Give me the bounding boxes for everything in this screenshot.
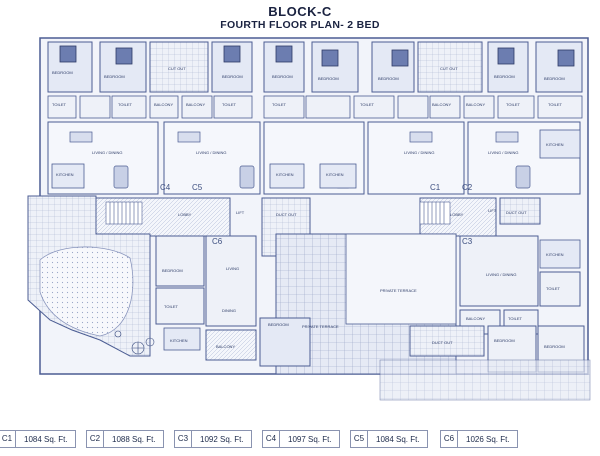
label-lobby-1: LOBBY <box>178 212 192 217</box>
legend-item-c6: C6 1026 Sq. Ft. <box>440 430 518 448</box>
label-balcony-2: BALCONY <box>186 102 205 107</box>
plan-header: BLOCK-C FOURTH FLOOR PLAN- 2 BED <box>0 4 600 32</box>
label-living-5: LIVING / DINING <box>486 272 516 277</box>
label-dining: DINING <box>222 308 236 313</box>
marker-c5: C5 <box>192 183 203 192</box>
legend-code: C1 <box>0 431 16 447</box>
legend-area: 1084 Sq. Ft. <box>376 434 420 444</box>
cut-out-top-left <box>149 41 209 93</box>
garden-plants <box>114 330 155 355</box>
label-toilet-5: TOILET <box>360 102 374 107</box>
floor-plan: BEDROOM BEDROOM CUT OUT BEDROOM BEDROOM … <box>27 37 591 401</box>
marker-c2: C2 <box>462 183 473 192</box>
duct-out-bottom <box>409 325 485 357</box>
marker-c1: C1 <box>430 183 441 192</box>
label-lift-1: LIFT <box>236 210 245 215</box>
label-bedroom-8: BEDROOM <box>544 76 565 81</box>
label-toilet-4: TOILET <box>272 102 286 107</box>
label-bedroom-6: BEDROOM <box>378 76 399 81</box>
legend-item-c5: C5 1084 Sq. Ft. <box>350 430 428 448</box>
label-bedroom-10: BEDROOM <box>268 322 289 327</box>
legend-code: C2 <box>87 431 104 447</box>
legend-area: 1026 Sq. Ft. <box>466 434 510 444</box>
label-lobby-2: LOBBY <box>450 212 464 217</box>
label-bedroom-5: BEDROOM <box>318 76 339 81</box>
label-living-short: LIVING <box>226 266 239 271</box>
cut-out-top-right <box>417 41 483 93</box>
label-kitchen-1: KITCHEN <box>56 172 74 177</box>
label-bedroom-9: BEDROOM <box>162 268 183 273</box>
legend-area: 1092 Sq. Ft. <box>200 434 244 444</box>
label-duct-out-1: DUCT OUT <box>276 212 297 217</box>
label-living-4: LIVING / DINING <box>488 150 518 155</box>
legend-item-c4: C4 1097 Sq. Ft. <box>262 430 340 448</box>
legend-item-c2: C2 1088 Sq. Ft. <box>86 430 164 448</box>
garden-lawn <box>39 246 134 337</box>
label-bedroom-2: BEDROOM <box>104 74 125 79</box>
label-toilet-8: TOILET <box>164 304 178 309</box>
label-toilet-1: TOILET <box>52 102 66 107</box>
label-kitchen-3: KITCHEN <box>326 172 344 177</box>
label-toilet-10: TOILET <box>546 286 560 291</box>
label-bedroom-3: BEDROOM <box>222 74 243 79</box>
label-living-2: LIVING / DINING <box>196 150 226 155</box>
label-toilet-2: TOILET <box>118 102 132 107</box>
label-bedroom-4: BEDROOM <box>272 74 293 79</box>
label-balcony-6: BALCONY <box>466 316 485 321</box>
marker-c3: C3 <box>462 237 473 246</box>
label-bedroom-12: BEDROOM <box>544 344 565 349</box>
label-bedroom-1: BEDROOM <box>52 70 73 75</box>
label-private-terrace-2: PRIVATE TERRACE <box>380 288 417 293</box>
label-toilet-9: TOILET <box>508 316 522 321</box>
legend-code: C6 <box>441 431 458 447</box>
kitchens <box>51 129 581 351</box>
marker-c6: C6 <box>212 237 223 246</box>
legend-code: C3 <box>175 431 192 447</box>
legend-item-c1: C1 1084 Sq. Ft. <box>0 430 76 448</box>
unit-c6 <box>155 235 257 361</box>
unit-bedroom-bottom <box>259 317 311 367</box>
label-private-terrace-1: PRIVATE TERRACE <box>302 324 339 329</box>
label-balcony-5: BALCONY <box>216 344 235 349</box>
label-bedroom-7: BEDROOM <box>494 74 515 79</box>
duct-out-right <box>499 197 541 225</box>
label-kitchen-6: KITCHEN <box>170 338 188 343</box>
private-terrace-inner <box>345 233 457 325</box>
label-cut-out-2: CUT OUT <box>440 66 458 71</box>
label-bedroom-11: BEDROOM <box>494 338 515 343</box>
label-kitchen-4: KITCHEN <box>546 142 564 147</box>
label-cut-out-1: CUT OUT <box>168 66 186 71</box>
unit-area-legend: C1 1084 Sq. Ft. C2 1088 Sq. Ft. C3 1092 … <box>0 430 600 450</box>
legend-item-c3: C3 1092 Sq. Ft. <box>174 430 252 448</box>
label-toilet-7: TOILET <box>548 102 562 107</box>
legend-code: C4 <box>263 431 280 447</box>
label-balcony-4: BALCONY <box>466 102 485 107</box>
legend-area: 1084 Sq. Ft. <box>24 434 68 444</box>
label-living-3: LIVING / DINING <box>404 150 434 155</box>
legend-code: C5 <box>351 431 368 447</box>
label-toilet-3: TOILET <box>222 102 236 107</box>
label-toilet-6: TOILET <box>506 102 520 107</box>
marker-c4: C4 <box>160 183 171 192</box>
label-kitchen-2: KITCHEN <box>276 172 294 177</box>
label-lift-2: LIFT <box>488 208 497 213</box>
label-living-1: LIVING / DINING <box>92 150 122 155</box>
stairs <box>105 201 451 225</box>
legend-area: 1088 Sq. Ft. <box>112 434 156 444</box>
label-balcony-1: BALCONY <box>154 102 173 107</box>
label-kitchen-5: KITCHEN <box>546 252 564 257</box>
page-subtitle: FOURTH FLOOR PLAN- 2 BED <box>220 19 380 31</box>
unit-c3 <box>459 235 585 373</box>
service-strip <box>47 95 583 119</box>
legend-area: 1097 Sq. Ft. <box>288 434 332 444</box>
label-duct-out-3: DUCT OUT <box>432 340 453 345</box>
label-balcony-3: BALCONY <box>432 102 451 107</box>
label-duct-out-2: DUCT OUT <box>506 210 527 215</box>
paved-edge <box>379 359 591 401</box>
page-title: BLOCK-C <box>268 4 332 19</box>
